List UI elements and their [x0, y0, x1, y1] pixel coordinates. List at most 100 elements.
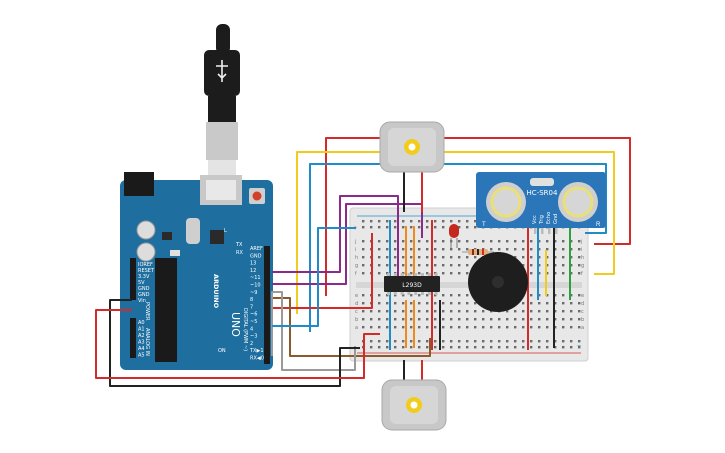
breadboard-hole	[466, 318, 469, 321]
breadboard-hole	[418, 264, 421, 267]
breadboard-hole	[378, 294, 381, 297]
breadboard-hole	[402, 256, 405, 259]
breadboard-hole	[522, 256, 525, 259]
breadboard-hole	[394, 256, 397, 259]
sensor-pin	[541, 228, 544, 234]
digital-pin-label: ~10	[250, 283, 261, 289]
breadboard-hole	[458, 264, 461, 267]
breadboard-hole	[402, 226, 405, 229]
breadboard-hole	[410, 264, 413, 267]
digital-pin-label: 2	[250, 341, 253, 347]
breadboard-hole	[546, 302, 549, 305]
breadboard-hole	[538, 302, 541, 305]
breadboard-hole	[482, 326, 485, 329]
breadboard-hole	[450, 256, 453, 259]
breadboard-hole	[402, 220, 405, 223]
breadboard-hole	[578, 310, 581, 313]
breadboard-hole	[402, 294, 405, 297]
breadboard-hole	[570, 248, 573, 251]
breadboard-hole	[386, 248, 389, 251]
breadboard-hole	[578, 294, 581, 297]
chip-pin	[434, 292, 438, 295]
red-led	[449, 224, 459, 248]
breadboard-hole	[474, 326, 477, 329]
breadboard-hole	[530, 248, 533, 251]
chip-pin	[414, 273, 418, 276]
wire-gray	[271, 291, 356, 371]
breadboard-hole	[362, 240, 365, 243]
breadboard-hole	[498, 248, 501, 251]
breadboard-hole	[562, 302, 565, 305]
breadboard-hole	[394, 226, 397, 229]
breadboard-hole	[402, 340, 405, 343]
breadboard-hole	[370, 226, 373, 229]
wire-red-loop	[95, 309, 380, 379]
breadboard-hole	[570, 340, 573, 343]
breadboard-hole	[530, 340, 533, 343]
breadboard-hole	[442, 264, 445, 267]
breadboard-hole	[522, 340, 525, 343]
breadboard-hole	[546, 256, 549, 259]
breadboard-hole	[562, 340, 565, 343]
breadboard-hole	[570, 294, 573, 297]
breadboard-hole	[554, 302, 557, 305]
breadboard-hole	[506, 310, 509, 313]
breadboard-hole	[450, 294, 453, 297]
breadboard-hole	[554, 294, 557, 297]
breadboard-hole	[554, 326, 557, 329]
breadboard-hole	[418, 226, 421, 229]
rail-minus-bottom: −	[577, 343, 581, 350]
breadboard-hole	[546, 346, 549, 349]
breadboard-hole	[474, 240, 477, 243]
breadboard-hole	[394, 346, 397, 349]
breadboard-hole	[394, 220, 397, 223]
breadboard-hole	[394, 264, 397, 267]
breadboard-hole	[530, 264, 533, 267]
breadboard-hole	[426, 272, 429, 275]
breadboard-hole	[554, 340, 557, 343]
breadboard-hole	[434, 256, 437, 259]
breadboard-hole	[546, 248, 549, 251]
breadboard-hole	[538, 294, 541, 297]
breadboard-hole	[394, 294, 397, 297]
breadboard-hole	[442, 310, 445, 313]
breadboard-hole	[522, 326, 525, 329]
breadboard-hole	[458, 272, 461, 275]
breadboard-hole	[530, 256, 533, 259]
breadboard-hole	[522, 346, 525, 349]
breadboard-hole	[370, 346, 373, 349]
breadboard-hole	[426, 310, 429, 313]
breadboard-hole	[450, 346, 453, 349]
breadboard-hole	[378, 310, 381, 313]
row-letter: e	[581, 293, 584, 299]
breadboard-hole	[466, 346, 469, 349]
breadboard-hole	[434, 264, 437, 267]
digital-pin-label: ~5	[250, 319, 257, 325]
breadboard-hole	[386, 318, 389, 321]
breadboard-hole	[578, 340, 581, 343]
breadboard-hole	[562, 346, 565, 349]
breadboard-hole	[418, 346, 421, 349]
breadboard-hole	[474, 318, 477, 321]
resistor	[462, 249, 494, 255]
breadboard-hole	[546, 294, 549, 297]
breadboard-hole	[418, 326, 421, 329]
breadboard-hole	[394, 248, 397, 251]
breadboard-hole	[450, 326, 453, 329]
row-letter: a	[355, 325, 358, 331]
breadboard-hole	[522, 310, 525, 313]
breadboard-hole	[538, 340, 541, 343]
analog-pin-label: A5	[138, 353, 145, 359]
digital-pin-label: 13	[250, 261, 256, 267]
breadboard-hole	[386, 326, 389, 329]
on-led-label: ON	[218, 348, 226, 354]
l-led-label: L	[224, 228, 227, 234]
breadboard-hole	[562, 272, 565, 275]
breadboard-hole	[514, 240, 517, 243]
breadboard-hole	[426, 240, 429, 243]
breadboard-hole	[426, 346, 429, 349]
breadboard-hole	[442, 326, 445, 329]
chip-pin	[400, 273, 404, 276]
breadboard-hole	[418, 340, 421, 343]
